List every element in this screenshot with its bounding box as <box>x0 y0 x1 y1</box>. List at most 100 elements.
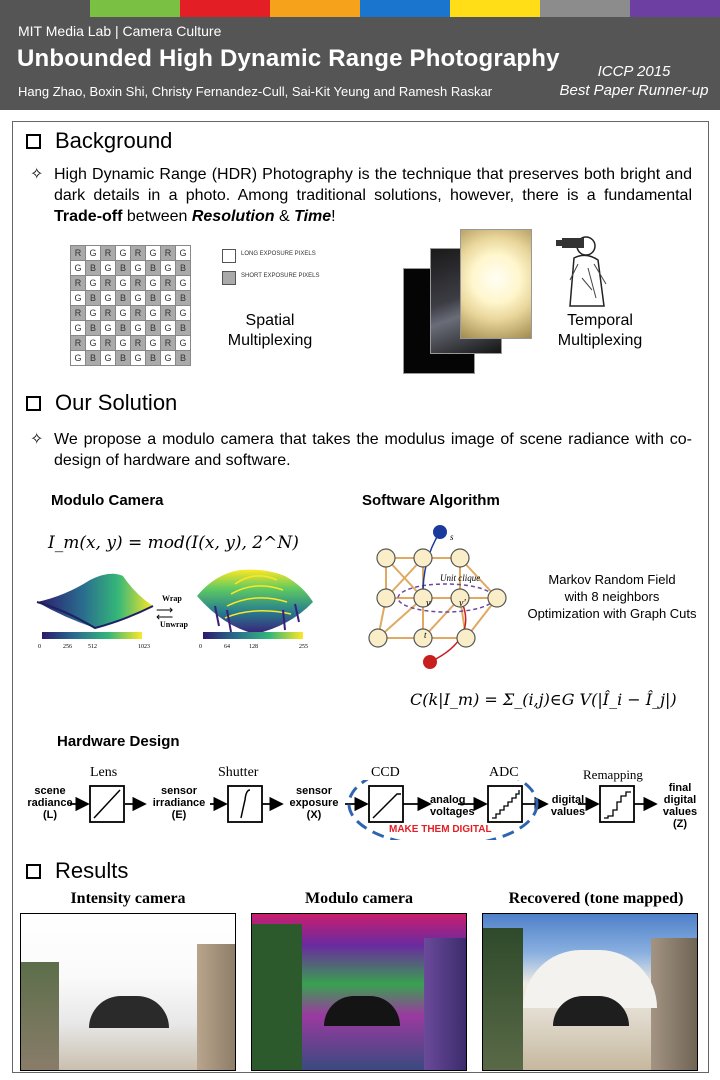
color-stripe-7 <box>630 0 720 17</box>
mrf-description: Markov Random Field with 8 neighbors Opt… <box>527 572 697 621</box>
bayer-cell: G <box>85 305 101 321</box>
bayer-cell: G <box>130 350 146 366</box>
bayer-cell: G <box>145 245 161 261</box>
bayer-cell: B <box>115 260 131 276</box>
shutter-label: Shutter <box>218 765 259 780</box>
intensity-camera-image <box>20 913 236 1071</box>
section-heading: Our Solution <box>55 390 178 415</box>
section-results: Results <box>26 858 128 884</box>
bayer-cell: G <box>175 305 191 321</box>
bayer-cell: G <box>115 335 131 351</box>
bayer-cell: R <box>100 305 116 321</box>
bayer-cell: G <box>70 260 86 276</box>
temporal-label: Temporal Multiplexing <box>557 312 643 349</box>
bayer-cell: R <box>130 245 146 261</box>
color-stripe-2 <box>180 0 270 17</box>
modulo-camera-image <box>251 913 467 1071</box>
bayer-cell: B <box>85 260 101 276</box>
bayer-cell: G <box>70 290 86 306</box>
lens-label: Lens <box>90 765 118 780</box>
bayer-cell: B <box>145 290 161 306</box>
colorbar-tick: 512 <box>88 644 97 650</box>
bayer-cell: B <box>175 290 191 306</box>
header-banner: MIT Media Lab | Camera Culture Unbounded… <box>0 17 720 110</box>
bayer-cell: R <box>160 305 176 321</box>
checkbox-square-icon <box>26 133 41 149</box>
bayer-cell: G <box>115 245 131 261</box>
node-v-label: v <box>426 598 431 609</box>
bayer-cell: R <box>70 305 86 321</box>
mrf-graph-diagram <box>368 525 507 669</box>
colorbar-tick: 1023 <box>138 644 150 650</box>
bayer-cell: G <box>145 275 161 291</box>
bullet-text-amp: & <box>274 208 295 225</box>
colorbar-tick: 0 <box>199 644 202 650</box>
graph-source-label: s <box>450 532 454 542</box>
make-them-digital-label: MAKE THEM DIGITAL <box>389 824 492 835</box>
award: Best Paper Runner-up <box>559 82 709 99</box>
author-list: Hang Zhao, Boxin Shi, Christy Fernandez-… <box>18 84 493 99</box>
bayer-cell: R <box>100 335 116 351</box>
bayer-cell: G <box>130 320 146 336</box>
bayer-cell: G <box>100 320 116 336</box>
color-stripe-bar <box>0 0 720 17</box>
bayer-cell: R <box>130 275 146 291</box>
bayer-cell: G <box>85 275 101 291</box>
colorbar-tick: 128 <box>249 644 258 650</box>
bayer-cell: B <box>115 350 131 366</box>
colorbar-modulo <box>203 632 303 639</box>
poster-title: Unbounded High Dynamic Range Photography <box>17 45 560 72</box>
wrap-label: Wrap <box>162 594 182 603</box>
colorbar-tick: 256 <box>63 644 72 650</box>
bayer-cell: G <box>85 335 101 351</box>
bayer-cell: G <box>145 335 161 351</box>
intensity-camera-title: Intensity camera <box>70 890 186 907</box>
intensity-surface-plot <box>36 573 154 630</box>
diamond-bullet-icon: ✧ <box>30 166 44 183</box>
bayer-cell: R <box>130 335 146 351</box>
modulo-camera-title: Modulo Camera <box>51 492 164 509</box>
bayer-cell: B <box>145 260 161 276</box>
software-algorithm-title: Software Algorithm <box>362 492 500 509</box>
bayer-cell: B <box>145 350 161 366</box>
legend-long-label: LONG EXPOSURE PIXELS <box>241 251 316 257</box>
color-stripe-1 <box>90 0 180 17</box>
recovered-title: Recovered (tone mapped) <box>508 890 684 907</box>
bold-time: Time <box>294 208 332 225</box>
bayer-cell: B <box>85 350 101 366</box>
colorbar-intensity <box>42 632 142 639</box>
node-v-prime-label: v' <box>459 598 466 609</box>
colorbar-tick: 64 <box>224 644 230 650</box>
bayer-cell: G <box>100 350 116 366</box>
bayer-cell: R <box>70 245 86 261</box>
bayer-cell: G <box>130 290 146 306</box>
bayer-cell: R <box>160 245 176 261</box>
graph-sink-label: t <box>424 630 427 640</box>
energy-formula: C(k|I_m) = Σ_(i,j)∈G V(|Î_i − Î_j|) <box>410 690 677 709</box>
bold-resolution: Resolution <box>191 208 275 225</box>
bayer-cell: B <box>115 290 131 306</box>
unit-clique-label: Unit clique <box>440 573 481 583</box>
bullet-text: High Dynamic Range (HDR) Photography is … <box>54 166 692 204</box>
unwrap-label: Unwrap <box>160 620 189 629</box>
bayer-cell: R <box>160 275 176 291</box>
bayer-cell: G <box>70 350 86 366</box>
colorbar-tick: 0 <box>38 644 41 650</box>
bayer-cell: R <box>100 245 116 261</box>
bayer-cell: G <box>115 305 131 321</box>
color-stripe-3 <box>270 0 360 17</box>
section-heading: Results <box>55 858 129 883</box>
spatial-label: Spatial Multiplexing <box>227 312 313 349</box>
bold-tradeoff: Trade-off <box>54 208 123 225</box>
bullet-text-end: ! <box>331 208 336 225</box>
checkbox-square-icon <box>26 863 41 879</box>
photographer-sketch-image <box>548 228 618 308</box>
bullet-text-between: between <box>122 208 192 225</box>
recovered-image <box>482 913 698 1071</box>
modulo-camera-result-title: Modulo camera <box>305 890 413 907</box>
pipeline-diagram <box>70 780 658 840</box>
color-stripe-4 <box>360 0 450 17</box>
section-heading: Background <box>55 128 173 153</box>
